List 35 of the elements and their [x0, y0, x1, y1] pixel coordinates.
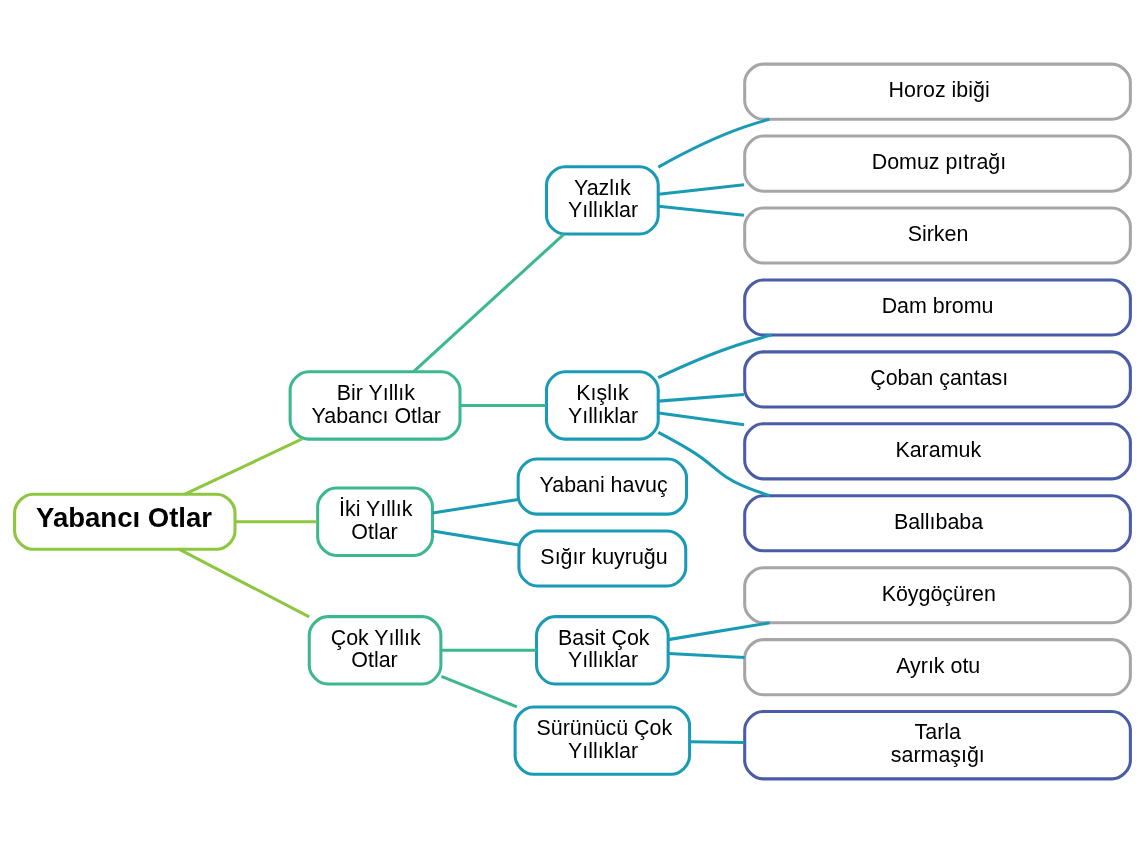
connector	[658, 183, 745, 196]
connector	[658, 411, 745, 427]
connector	[460, 403, 546, 407]
node-box: Kışlık Yıllıklar	[544, 370, 660, 441]
connector	[689, 740, 745, 745]
connector	[441, 648, 537, 652]
node-box: Sürünücü Çok Yıllıklar	[513, 705, 692, 776]
connector	[235, 520, 318, 524]
node-box: Bir Yıllık Yabancı Otlar	[288, 370, 462, 441]
connector	[440, 675, 518, 709]
node-box: Ballıbaba	[743, 494, 1132, 553]
node-box: Domuz pıtrağı	[743, 134, 1132, 193]
connector	[658, 204, 745, 217]
node-box: Çok Yıllık Otlar	[307, 615, 443, 686]
node-box: Basit Çok Yıllıklar	[535, 615, 670, 686]
node-box: Yazlık Yıllıklar	[544, 165, 660, 236]
node-box: Horoz ibiği	[743, 62, 1132, 121]
connector	[432, 498, 519, 515]
node-box: Çoban çantası	[743, 350, 1132, 409]
node-box: Yabancı Otlar	[13, 492, 237, 551]
node-box: Sığır kuyruğu	[517, 529, 688, 588]
node-box: Ayrık otu	[743, 638, 1132, 697]
connector	[184, 437, 303, 496]
node-box: İki Yıllık Otlar	[316, 486, 434, 557]
connector	[432, 529, 520, 547]
connector	[412, 233, 565, 373]
node-box: Dam bromu	[743, 278, 1132, 337]
connector	[668, 652, 745, 659]
node-box: Karamuk	[743, 422, 1132, 481]
node-box: Sirken	[743, 206, 1132, 265]
connector	[658, 392, 745, 403]
node-box: Tarla sarmaşığı	[743, 710, 1132, 781]
connector	[178, 547, 310, 619]
node-box: Yabani havuç	[516, 457, 689, 516]
node-box: Köygöçüren	[743, 566, 1132, 625]
